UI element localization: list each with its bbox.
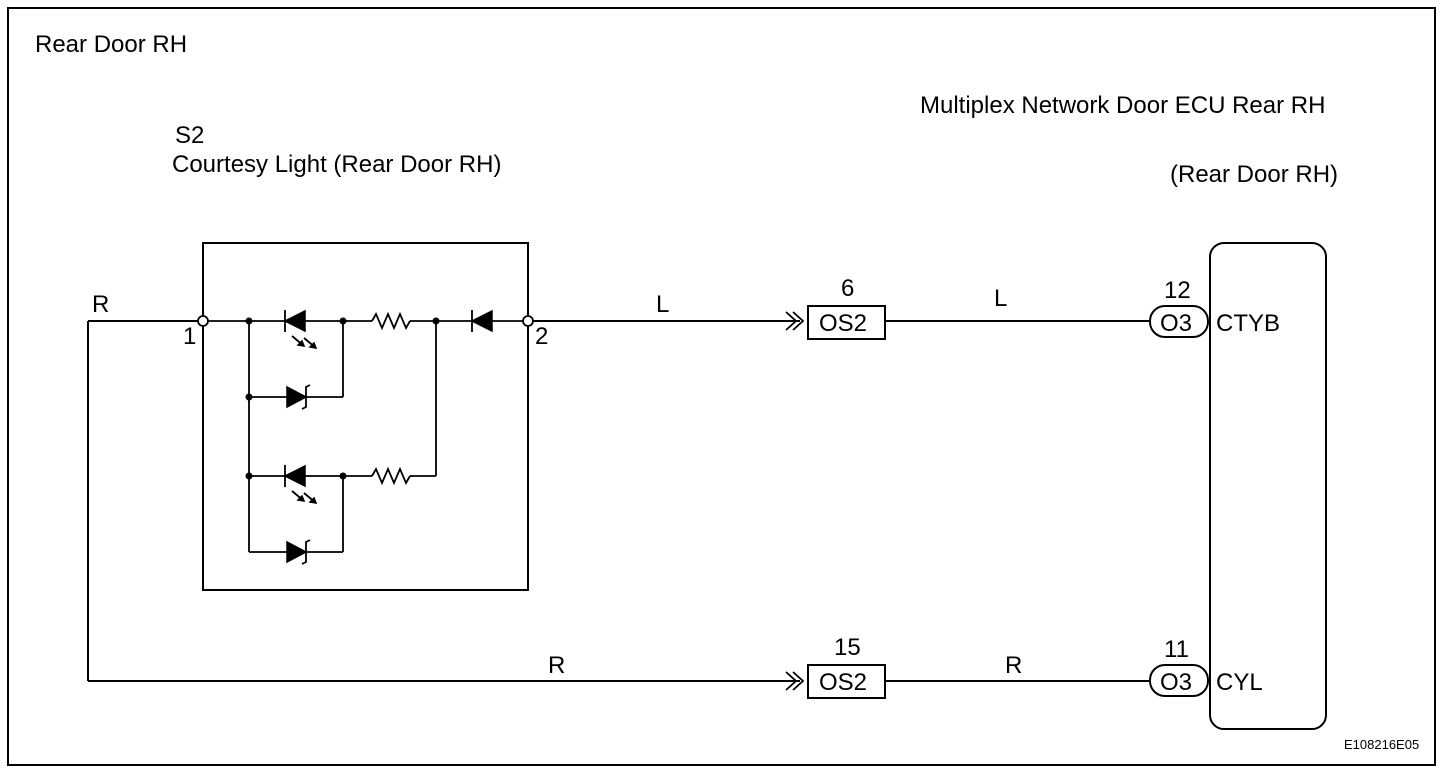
connector-o3-upper bbox=[1149, 305, 1209, 338]
connector-name: OS2 bbox=[819, 669, 867, 696]
wire-color-label: R bbox=[1005, 652, 1022, 679]
connector-name: O3 bbox=[1160, 310, 1192, 337]
connector-os2-upper bbox=[785, 305, 886, 340]
wire-color-label: R bbox=[92, 291, 109, 318]
junction-dot bbox=[339, 317, 347, 325]
connector-pin: 6 bbox=[841, 275, 854, 302]
switch-code: S2 bbox=[175, 122, 204, 149]
junction-dot bbox=[245, 393, 253, 401]
ecu-name: Multiplex Network Door ECU Rear RH bbox=[920, 92, 1325, 119]
pin-label-1: 1 bbox=[183, 323, 196, 350]
figure-code: E108216E05 bbox=[1344, 737, 1419, 752]
ecu-location: (Rear Door RH) bbox=[1170, 161, 1338, 188]
internal-circuit bbox=[208, 311, 523, 553]
zener-diode-lower bbox=[286, 539, 311, 565]
connector-pin: 15 bbox=[834, 634, 861, 661]
connector-name: OS2 bbox=[819, 310, 867, 337]
wire-color-label: L bbox=[994, 285, 1007, 312]
junction-dot bbox=[432, 317, 440, 325]
courtesy-light-switch-box bbox=[202, 242, 529, 591]
connector-o3-lower bbox=[1149, 664, 1209, 697]
led-upper bbox=[283, 309, 318, 349]
signal-label-ctyb: CTYB bbox=[1216, 310, 1280, 337]
terminal-pin-1 bbox=[197, 315, 209, 327]
signal-label-cyl: CYL bbox=[1216, 669, 1263, 696]
connector-pin: 12 bbox=[1164, 277, 1191, 304]
connector-name: O3 bbox=[1160, 669, 1192, 696]
junction-dot bbox=[245, 472, 253, 480]
wire-color-label: L bbox=[656, 291, 669, 318]
diode-series bbox=[470, 309, 493, 333]
switch-name: Courtesy Light (Rear Door RH) bbox=[172, 151, 501, 178]
connector-os2-lower bbox=[785, 664, 886, 699]
terminal-pin-2 bbox=[522, 315, 534, 327]
pin-label-2: 2 bbox=[535, 323, 548, 350]
led-lower bbox=[283, 464, 318, 504]
junction-dot bbox=[339, 472, 347, 480]
zener-diode-upper bbox=[286, 384, 311, 410]
junction-dot bbox=[245, 317, 253, 325]
ecu-box bbox=[1209, 242, 1327, 730]
wire-color-label: R bbox=[548, 652, 565, 679]
diagram-title: Rear Door RH bbox=[35, 31, 187, 58]
diagram-frame bbox=[7, 7, 1436, 766]
connector-pin: 11 bbox=[1164, 636, 1189, 663]
